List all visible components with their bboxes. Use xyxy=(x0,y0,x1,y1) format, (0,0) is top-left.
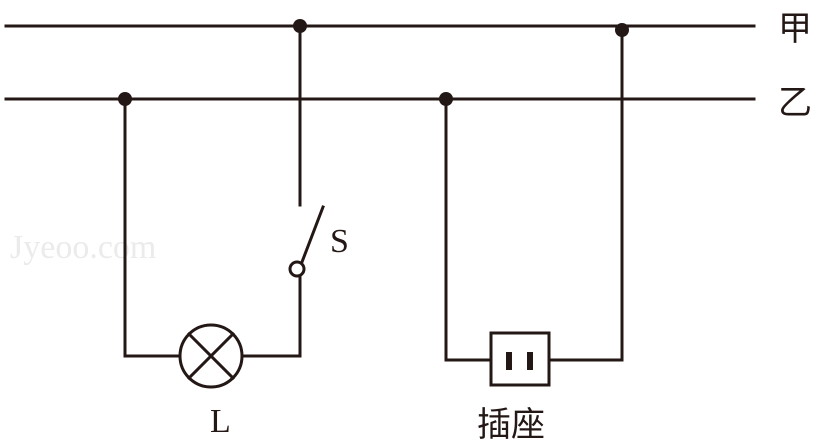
junction-socket-jia xyxy=(615,23,629,37)
junction-lamp-yi xyxy=(118,92,132,106)
lamp-icon xyxy=(178,323,244,389)
switch-label: S xyxy=(330,223,349,260)
lamp-branch-wire xyxy=(123,97,182,358)
switch-pivot xyxy=(288,260,306,278)
socket-right-wire xyxy=(547,24,624,362)
junction-socket-yi xyxy=(439,92,453,106)
watermark: Jyeoo.com xyxy=(10,229,156,266)
junction-switch-jia xyxy=(293,19,307,33)
line-jia-label: 甲 xyxy=(778,9,812,49)
switch-to-lamp-wire xyxy=(240,274,302,358)
socket-icon xyxy=(489,331,551,387)
socket-left-wire xyxy=(444,97,493,362)
lamp-label: L xyxy=(210,403,231,440)
socket-label: 插座 xyxy=(477,405,545,445)
line-yi-label: 乙 xyxy=(778,83,812,123)
switch-blade xyxy=(300,205,325,264)
